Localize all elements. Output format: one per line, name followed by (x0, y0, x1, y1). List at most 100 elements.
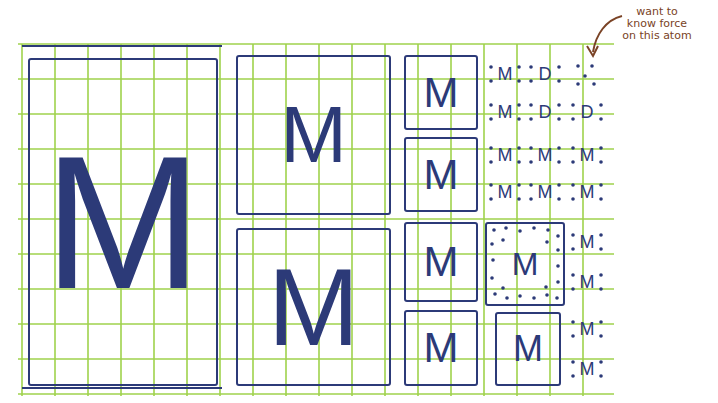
ink-line (22, 387, 222, 389)
atom-dot (529, 160, 533, 164)
atom-dot (571, 320, 575, 324)
atom-dot (544, 285, 548, 289)
arrow-head (587, 46, 598, 56)
atom-cell: M (569, 265, 605, 299)
atom-dot (571, 334, 575, 338)
atom-dot (571, 183, 575, 187)
atom-cell: M (487, 175, 523, 209)
grid-line (417, 44, 419, 396)
cell-letter: M (580, 273, 595, 291)
atom-dot (592, 82, 596, 86)
atom-dot (557, 183, 561, 187)
cell-box: M (404, 55, 478, 130)
atom-dot (571, 233, 575, 237)
atom-dot (489, 79, 493, 83)
atom-dot (599, 334, 603, 338)
cell-letter: M (424, 154, 459, 196)
cell-letter: M (268, 252, 360, 362)
cell-letter: M (44, 127, 202, 317)
atom-dot (492, 228, 496, 232)
grid-line (252, 44, 254, 396)
cell-letter: M (580, 183, 595, 201)
atom-dot (517, 79, 521, 83)
atom-dot (599, 360, 603, 364)
atom-dot (517, 183, 521, 187)
cell-box: M (236, 228, 391, 386)
cell-letter: D (539, 103, 552, 121)
cell-letter: M (498, 103, 513, 121)
atom-dot (599, 103, 603, 107)
atom-dot (490, 242, 494, 246)
cell-letter: M (580, 360, 595, 378)
atom-dot (556, 234, 560, 238)
atom-dot (576, 82, 580, 86)
cell-box: M (495, 312, 561, 386)
atom-dot (517, 197, 521, 201)
grid-line (219, 44, 221, 396)
atom-dot (571, 103, 575, 107)
atom-cell: M (569, 225, 605, 259)
atom-cell: M (487, 138, 523, 172)
cell-letter: M (498, 183, 513, 201)
atom-dot (529, 183, 533, 187)
atom-dot (571, 117, 575, 121)
atom-cell: M (569, 352, 605, 386)
atom-dot (529, 146, 533, 150)
atom-dot (501, 286, 505, 290)
atom-dot (489, 197, 493, 201)
atom-dot (590, 64, 594, 68)
atom-dot (529, 103, 533, 107)
atom-cell: M (569, 138, 605, 172)
atom-dot (491, 258, 495, 262)
atom-dot (557, 79, 561, 83)
atom-dot (529, 79, 533, 83)
atom-dot (529, 197, 533, 201)
atom-dot (532, 226, 536, 230)
atom-dots (489, 64, 603, 378)
atom-dot (571, 247, 575, 251)
callout-note: want to know force on this atom (620, 6, 694, 42)
atom-dot (599, 146, 603, 150)
atom-dot (489, 117, 493, 121)
grid-line (18, 78, 614, 80)
atom-dot (517, 160, 521, 164)
grid-line (18, 393, 614, 395)
cell-letter: M (512, 248, 539, 280)
atom-dot (532, 296, 536, 300)
atom-dot (571, 160, 575, 164)
atom-dot (599, 197, 603, 201)
grid-line (582, 44, 584, 396)
atom-dot (557, 197, 561, 201)
atom-dot (517, 146, 521, 150)
atom-dot (545, 240, 549, 244)
grid-line (483, 44, 485, 396)
atom-cell: D (527, 95, 563, 129)
atom-dot (501, 238, 505, 242)
atom-dot (489, 65, 493, 69)
atom-dot (518, 294, 522, 298)
ink-line (22, 45, 222, 47)
atom-cell: D (569, 95, 605, 129)
atom-dot (583, 74, 587, 78)
atom-dot (517, 65, 521, 69)
atom-dot (489, 146, 493, 150)
atom-dot (571, 197, 575, 201)
atom-cell: M (527, 175, 563, 209)
atom-cell: M (569, 312, 605, 346)
cell-letter: M (498, 146, 513, 164)
atom-dot (556, 248, 560, 252)
cell-letter: D (581, 103, 594, 121)
atom-dot (489, 160, 493, 164)
cell-letter: M (538, 183, 553, 201)
atom-dot (599, 117, 603, 121)
atom-dot (529, 65, 533, 69)
atom-dot (545, 293, 549, 297)
atom-dot (557, 146, 561, 150)
cell-letter: M (424, 72, 459, 114)
atom-dot (557, 117, 561, 121)
atom-dot (557, 65, 561, 69)
atom-dot (505, 296, 509, 300)
atom-dot (555, 296, 559, 300)
atom-dot (571, 273, 575, 277)
